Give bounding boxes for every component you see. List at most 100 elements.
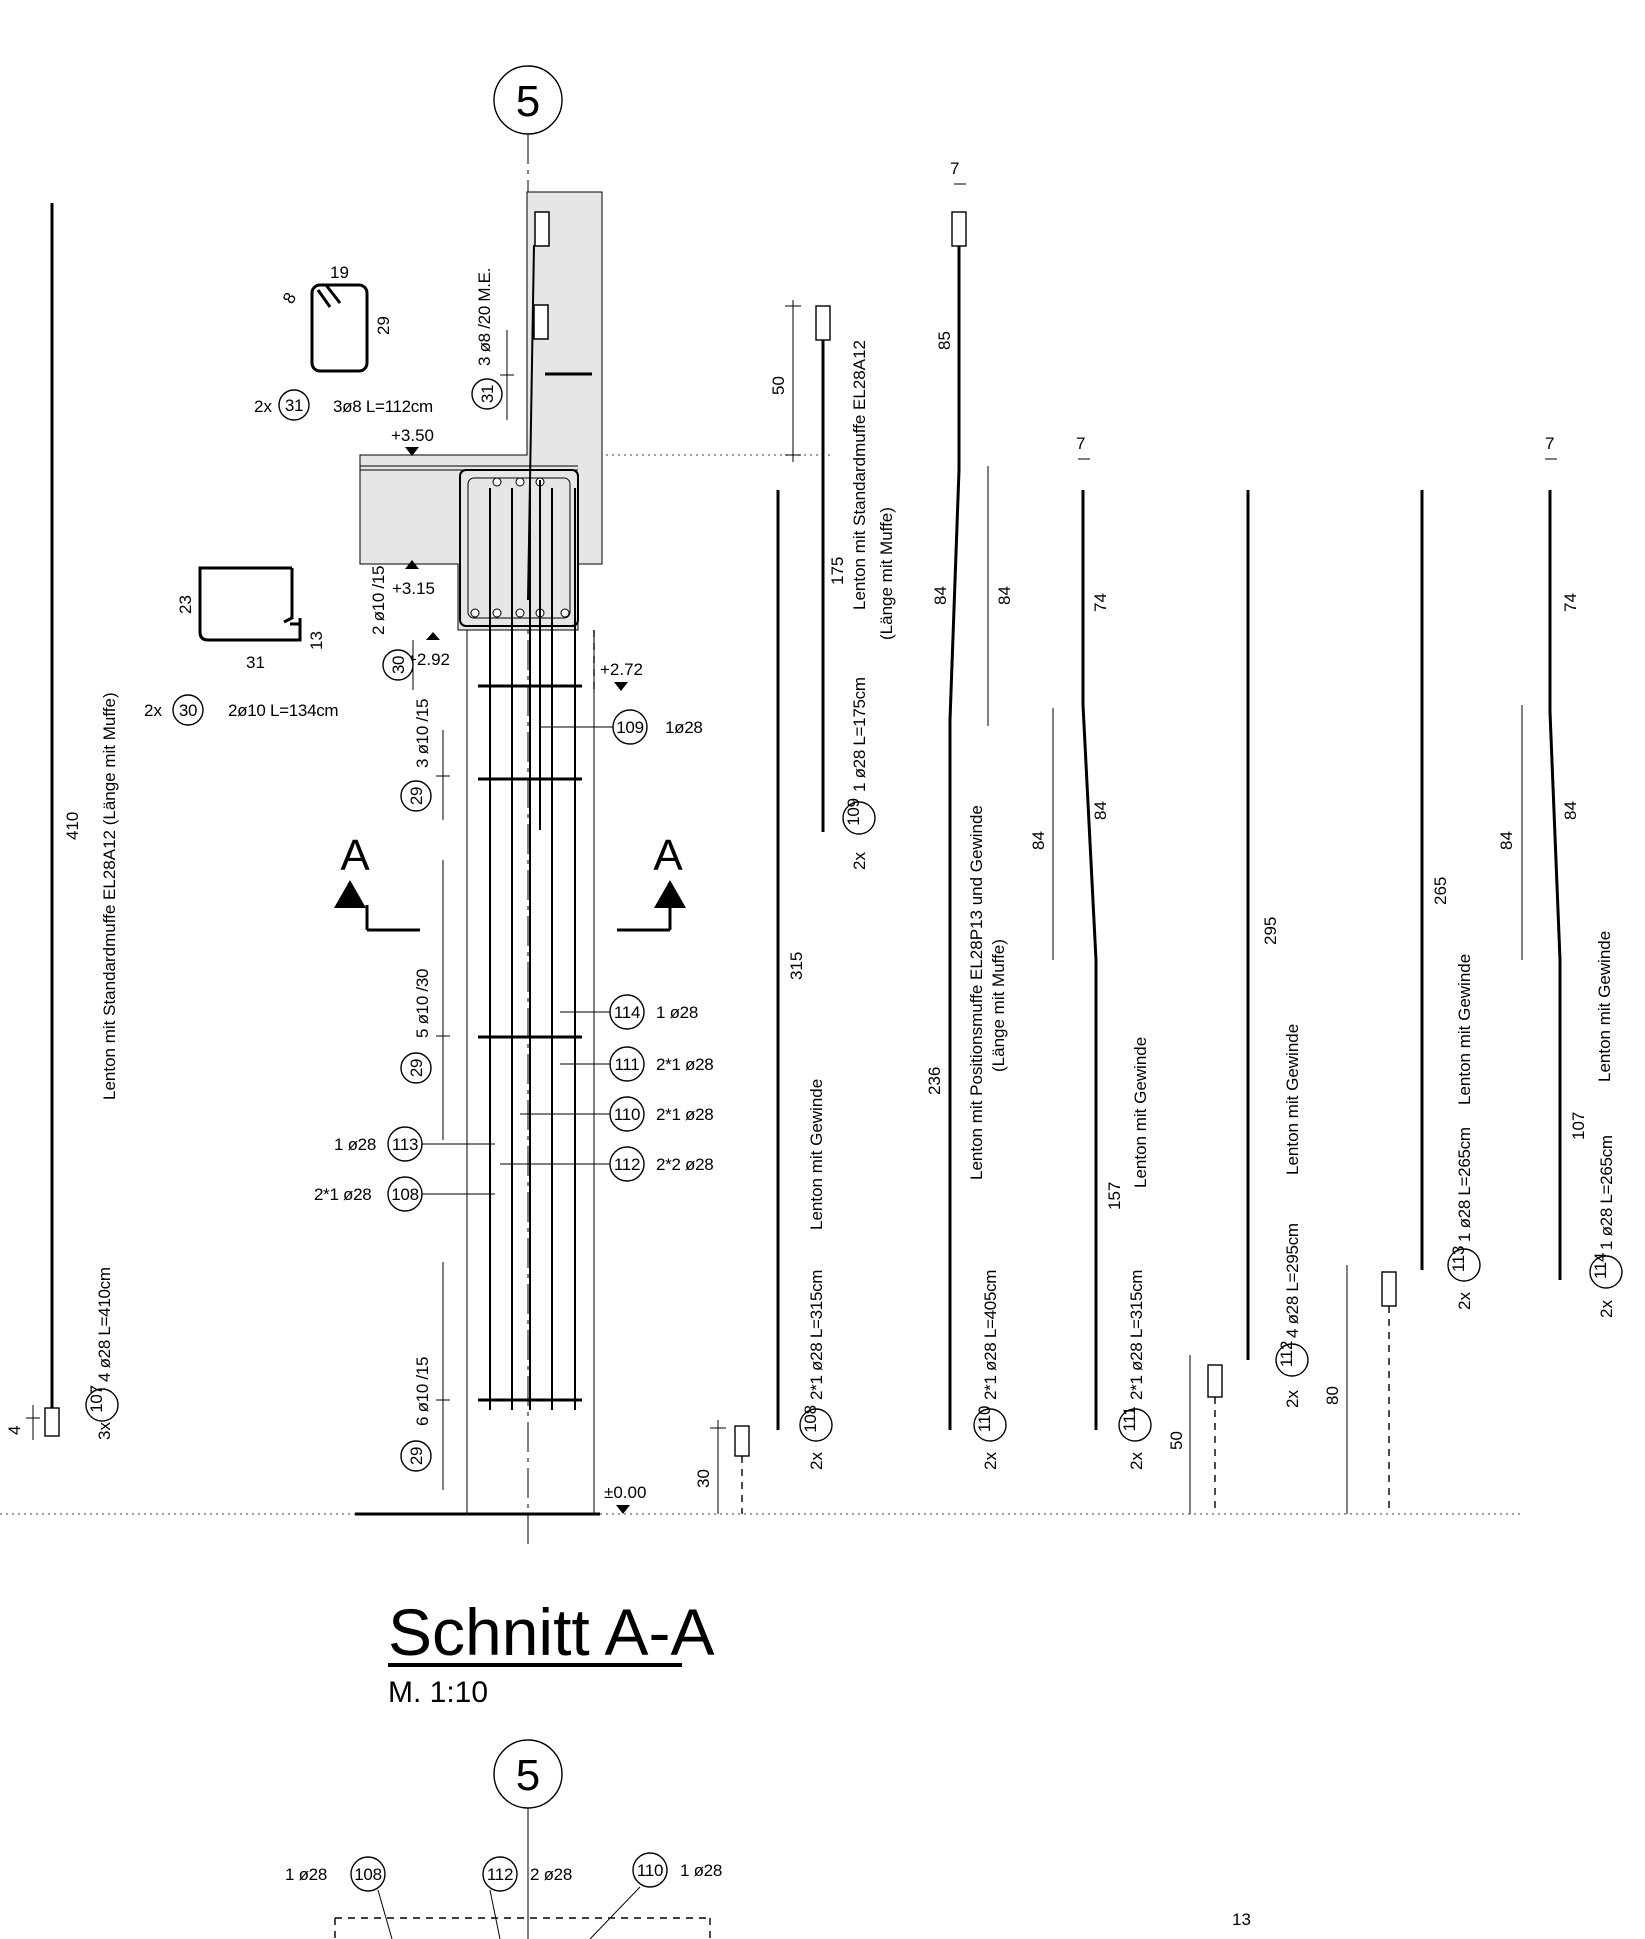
callout-l0-pos: 113 (392, 1135, 418, 1154)
col-stirrup-2-pos: 29 (407, 787, 426, 805)
bottom-callout-0-pos: 108 (354, 1865, 381, 1884)
bar-113-note: Lenton mit Gewinde (1455, 954, 1474, 1105)
bar-111-len: 157 (1105, 1182, 1124, 1210)
level-315: +3.15 (392, 579, 435, 598)
bar-112-note: Lenton mit Gewinde (1283, 1024, 1302, 1175)
level-350: +3.50 (391, 426, 434, 445)
bar-112-count: 2x (1283, 1390, 1302, 1408)
bar-110-pos: 110 (975, 1406, 994, 1432)
level-292: +2.92 (407, 650, 450, 669)
col-stirrup-2-text: 3 ø10 /15 (413, 699, 432, 768)
bar-107-note: Lenton mit Standardmuffe EL28A12 (Länge … (100, 692, 119, 1100)
stirrup-30-dim-right: 13 (307, 631, 326, 650)
bar-114: 7 74 84 84 107 Lenton mit Gewinde 2x 114… (1497, 434, 1623, 1318)
bar-112-spec: 4 ø28 L=295cm (1283, 1223, 1302, 1338)
col-stirrup-3-pos: 29 (407, 1059, 426, 1077)
bar-110: 7 85 84 84 236 Lenton mit Positionsmuffe… (925, 159, 1014, 1470)
bar-112-pos: 112 (1277, 1341, 1296, 1367)
axis-marker-bottom: 5 (493, 1739, 563, 1939)
bar-107-count: 3x (95, 1422, 114, 1440)
section-scale: M. 1:10 (388, 1676, 488, 1709)
stirrup-30-count: 2x (144, 701, 162, 720)
bar-112-len: 295 (1261, 917, 1280, 945)
col-stirrup-1-text: 2 ø10 /15 (369, 566, 388, 635)
section-title: Schnitt A-A (388, 1595, 715, 1669)
bar-108-count: 2x (807, 1452, 826, 1470)
bar-109-len: 175 (828, 557, 847, 585)
bottom-section: 1 ø28 108 112 2 ø28 110 1 ø28 13 (285, 1852, 1251, 1939)
callout-l1-pos: 108 (391, 1185, 418, 1204)
stirrup-30-pos: 30 (179, 701, 197, 720)
stirrup-31-desc: 3ø8 L=112cm (333, 397, 433, 416)
callout-r0-pos: 109 (616, 718, 643, 737)
stirrup-31-dim-top: 19 (330, 263, 349, 282)
bar-111-spec: 2*1 ø28 L=315cm (1127, 1270, 1146, 1400)
bar-109-pos: 109 (844, 798, 863, 825)
section-marker-right: A (617, 831, 686, 932)
callout-r3-pos: 110 (614, 1105, 640, 1124)
bar-109-note: Lenton mit Standardmuffe EL28A12 (850, 340, 869, 610)
bar-114-pos: 114 (1591, 1253, 1610, 1279)
callouts-right: 109 1ø28 114 1 ø28 111 2*1 ø28 110 2*1 ø… (500, 709, 714, 1182)
section-mark-right: A (653, 831, 683, 880)
bar-112-dim: 80 (1323, 1386, 1342, 1405)
bar-114-top: 7 (1545, 434, 1554, 453)
callout-r1-pos: 114 (614, 1003, 640, 1022)
bar-107-len: 410 (63, 812, 82, 840)
bottom-callout-0-text: 1 ø28 (285, 1865, 327, 1884)
bar-110-note: Lenton mit Positionsmuffe EL28P13 und Ge… (967, 805, 986, 1180)
col-stirrup-3-text: 5 ø10 /30 (413, 969, 432, 1038)
bar-109-dim: 50 (769, 376, 788, 395)
bar-114-d3: 84 (1561, 801, 1580, 820)
stirrup-30-shape: 23 31 13 2x 30 2ø10 L=134cm (144, 566, 339, 726)
col-stirrup-0-pos: 31 (478, 385, 497, 403)
bar-111-top: 7 (1076, 434, 1085, 453)
bar-110-d3: 84 (995, 586, 1014, 605)
bar-107-spec: 4 ø28 L=410cm (95, 1267, 114, 1382)
bottom-callout-1-pos: 112 (487, 1865, 513, 1884)
col-stirrup-1-pos: 30 (389, 656, 408, 674)
bottom-callout-2-pos: 110 (637, 1861, 663, 1880)
bar-111: 7 74 84 84 157 Lenton mit Gewinde 50 2x … (1029, 434, 1223, 1514)
bar-108-note: Lenton mit Gewinde (807, 1079, 826, 1230)
column-body (355, 480, 600, 1516)
callout-l1-text: 2*1 ø28 (314, 1185, 371, 1204)
section-marker-left: A (334, 831, 420, 932)
stirrup-31-count: 2x (254, 397, 272, 416)
col-stirrup-4-text: 6 ø10 /15 (413, 1357, 432, 1426)
bar-114-len: 107 (1569, 1112, 1588, 1140)
bar-110-d2: 84 (931, 586, 950, 605)
bar-111-count: 2x (1127, 1452, 1146, 1470)
bar-111-d2: 84 (1029, 831, 1048, 850)
bar-109: 50 175 Lenton mit Standardmuffe EL28A12 … (769, 300, 896, 870)
bar-110-spec: 2*1 ø28 L=405cm (981, 1270, 1000, 1400)
callouts-left: 1 ø28 113 2*1 ø28 108 (314, 1126, 495, 1212)
level-272: +2.72 (600, 660, 643, 679)
bar-108-len: 315 (787, 952, 806, 980)
section-mark-left: A (340, 831, 370, 880)
bar-109-spec: 1 ø28 L=175cm (850, 677, 869, 792)
bar-114-count: 2x (1597, 1300, 1616, 1318)
callout-r3-text: 2*1 ø28 (656, 1105, 713, 1124)
bar-113-count: 2x (1455, 1292, 1474, 1310)
stirrup-31-shape: 19 29 8 2x 31 3ø8 L=112cm (254, 263, 433, 421)
callout-r1-text: 1 ø28 (656, 1003, 698, 1022)
stirrup-31-dim-hook: 8 (279, 289, 300, 307)
callout-r0-text: 1ø28 (665, 718, 703, 737)
bar-113: 265 Lenton mit Gewinde 2x 113 1 ø28 L=26… (1420, 490, 1481, 1310)
callout-r2-text: 2*1 ø28 (656, 1055, 713, 1074)
bar-112: 295 Lenton mit Gewinde 80 2x 112 4 ø28 L… (1246, 490, 1397, 1514)
bar-110-note2: (Länge mit Muffe) (989, 939, 1008, 1072)
bar-114-d2: 84 (1497, 831, 1516, 850)
bar-109-note2: (Länge mit Muffe) (877, 507, 896, 640)
bar-108-pos: 108 (801, 1405, 820, 1432)
bar-108: 30 315 Lenton mit Gewinde 2x 108 2*1 ø28… (694, 490, 833, 1514)
bar-107: 4 410 Lenton mit Standardmuffe EL28A12 (… (5, 203, 119, 1440)
bar-111-d3: 84 (1091, 801, 1110, 820)
bar-111-d1: 74 (1091, 593, 1110, 612)
callout-l0-text: 1 ø28 (334, 1135, 376, 1154)
stirrup-31-dim-side: 29 (374, 316, 393, 335)
section-title-block: Schnitt A-A M. 1:10 (388, 1595, 715, 1709)
bar-108-spec: 2*1 ø28 L=315cm (807, 1270, 826, 1400)
